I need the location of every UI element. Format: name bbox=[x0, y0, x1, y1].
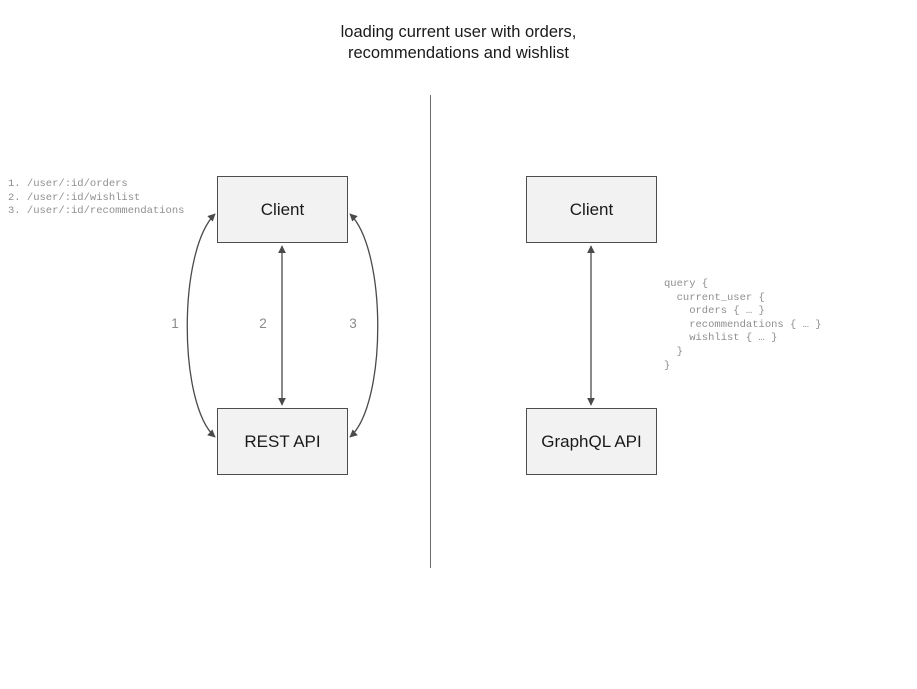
graphql-query-snippet: query { current_user { orders { … } reco… bbox=[664, 278, 822, 372]
connector-label-3: 3 bbox=[349, 316, 357, 331]
page-title-line-1: loading current user with orders, bbox=[340, 23, 577, 41]
node-client-rest: Client bbox=[217, 176, 348, 243]
node-client-graphql: Client bbox=[526, 176, 657, 243]
node-graphql-api-label: GraphQL API bbox=[541, 431, 642, 451]
rest-endpoint-list: 1. /user/:id/orders 2. /user/:id/wishlis… bbox=[8, 178, 185, 218]
connector-label-1: 1 bbox=[171, 316, 179, 331]
node-graphql-api: GraphQL API bbox=[526, 408, 657, 475]
connector-label-2: 2 bbox=[259, 316, 267, 331]
page-title-line-2: recommendations and wishlist bbox=[347, 44, 570, 62]
node-client-graphql-label: Client bbox=[569, 199, 614, 219]
node-rest-api-label: REST API bbox=[244, 431, 321, 451]
panel-divider bbox=[430, 95, 431, 568]
connector-curve-1 bbox=[186, 213, 216, 438]
node-client-rest-label: Client bbox=[260, 199, 305, 219]
node-rest-api: REST API bbox=[217, 408, 348, 475]
page-title: loading current user with orders, recomm… bbox=[0, 22, 917, 64]
